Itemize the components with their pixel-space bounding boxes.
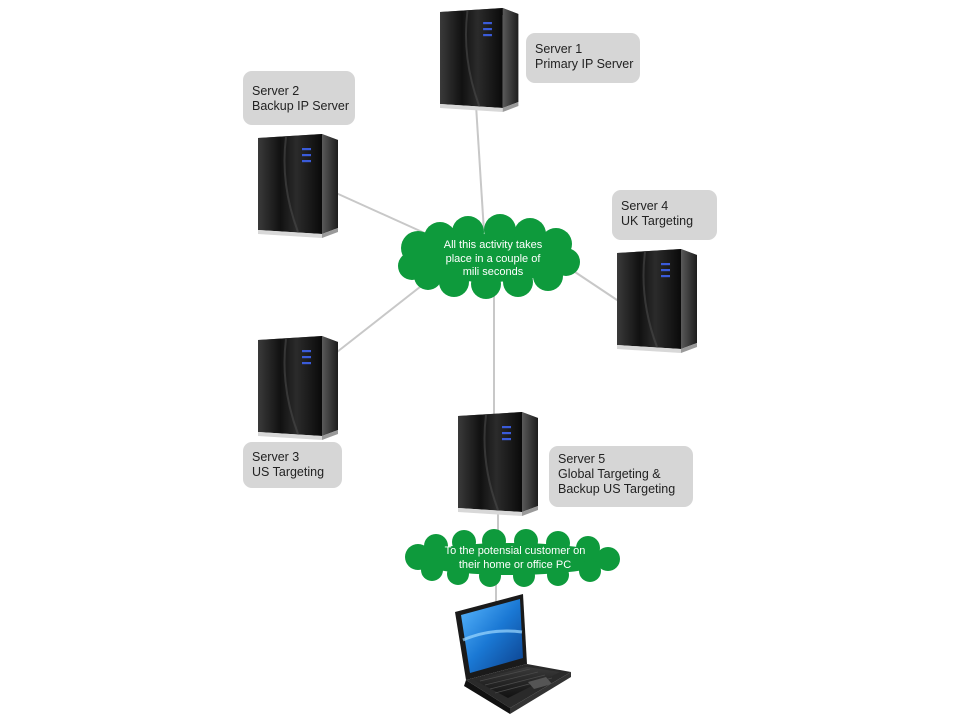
server2-role: Backup IP Server xyxy=(252,99,350,113)
server5-title: Server 5 xyxy=(558,452,606,466)
server5-label: Server 5 Global Targeting & Backup US Ta… xyxy=(549,446,693,507)
server5-icon xyxy=(457,411,539,517)
laptop-icon xyxy=(455,594,571,714)
customer-cloud-line2: their home or office PC xyxy=(458,558,572,571)
server1-role: Primary IP Server xyxy=(535,57,634,71)
connector-server1-hub xyxy=(475,104,485,233)
customer-cloud-text: To the potensial customer on their home … xyxy=(415,545,615,572)
server1-icon xyxy=(439,7,520,113)
server3-label: Server 3 US Targeting xyxy=(243,442,342,488)
hub-cloud-line1: All this activity takes xyxy=(443,239,543,251)
server5-role-line1: Global Targeting & xyxy=(558,467,661,481)
server1-label: Server 1 Primary IP Server xyxy=(526,33,640,83)
server4-label: Server 4 UK Targeting xyxy=(612,190,717,240)
server4-role: UK Targeting xyxy=(621,214,694,228)
server5-role-line2: Backup US Targeting xyxy=(558,482,676,496)
server3-icon xyxy=(257,335,339,441)
server2-icon xyxy=(257,133,339,239)
server2-title: Server 2 xyxy=(252,84,300,98)
server4-icon xyxy=(616,248,698,354)
server3-role: US Targeting xyxy=(252,465,325,479)
connector-lines xyxy=(335,104,621,605)
server4-title: Server 4 xyxy=(621,199,669,213)
customer-cloud-line1: To the potensial customer on xyxy=(444,545,586,557)
hub-cloud-shape xyxy=(398,214,580,299)
server2-label: Server 2 Backup IP Server xyxy=(243,71,355,125)
hub-cloud-text: All this activity takes place in a coupl… xyxy=(412,239,574,280)
server3-title: Server 3 xyxy=(252,450,300,464)
customer-cloud-shape xyxy=(405,529,620,587)
server1-title: Server 1 xyxy=(535,42,583,56)
connector-server3-hub xyxy=(336,282,426,353)
hub-cloud-line2: place in a couple of xyxy=(445,252,541,265)
hub-cloud-line3: mili seconds xyxy=(462,266,524,278)
